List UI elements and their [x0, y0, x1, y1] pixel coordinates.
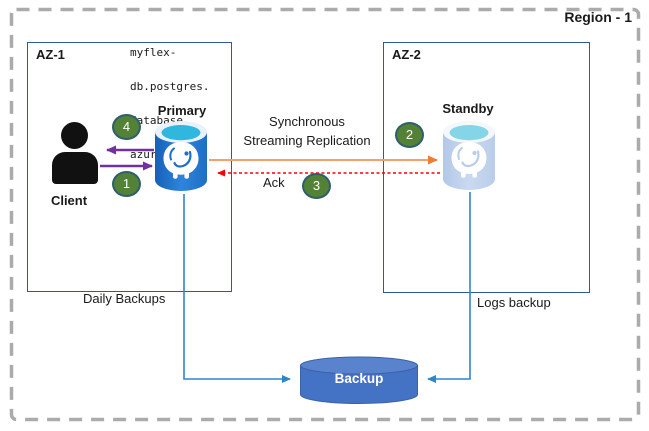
step-badge-1: 1: [112, 171, 141, 197]
ack-flow-label: Ack: [263, 175, 285, 190]
hostname-line-2: db.postgres.: [130, 80, 210, 93]
primary-node-label: Primary: [157, 103, 207, 118]
standby-node-label: Standby: [442, 101, 494, 116]
daily-backups-label: Daily Backups: [83, 291, 166, 306]
step-badge-4: 4: [112, 114, 141, 140]
replication-flow-label: Synchronous Streaming Replication: [226, 112, 388, 150]
az2-label: AZ-2: [392, 47, 421, 62]
replication-label-line2: Streaming Replication: [243, 133, 371, 148]
hostname-line-1: myflex-: [130, 46, 177, 59]
backup-node-label: Backup: [334, 371, 384, 386]
client-head-shape: [61, 122, 88, 149]
logs-backup-label: Logs backup: [477, 295, 551, 310]
client-node-label: Client: [50, 193, 88, 208]
az1-label: AZ-1: [36, 47, 65, 62]
replication-label-line1: Synchronous: [269, 114, 345, 129]
client-body-shape: [52, 152, 98, 184]
postgres-standby-icon: [443, 121, 495, 190]
client-person-icon: [52, 122, 98, 184]
step-badge-3: 3: [302, 173, 331, 199]
postgres-primary-icon: [155, 121, 207, 191]
step-badge-2: 2: [395, 122, 424, 148]
region-label: Region - 1: [564, 9, 632, 25]
